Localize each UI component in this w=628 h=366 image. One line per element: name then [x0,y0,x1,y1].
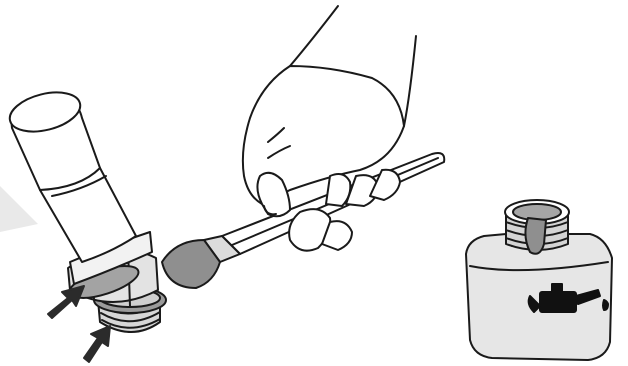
motion-mark [0,186,38,232]
lower-pointer-arrow [84,326,110,362]
wrist-line-right [404,36,416,126]
wrist-line-left [290,6,338,66]
finger-ring [370,170,400,200]
cartridge-valve [6,86,166,332]
oil-bottle [466,200,612,360]
upper-pointer-arrow [48,286,84,318]
grease-drip [525,218,546,254]
